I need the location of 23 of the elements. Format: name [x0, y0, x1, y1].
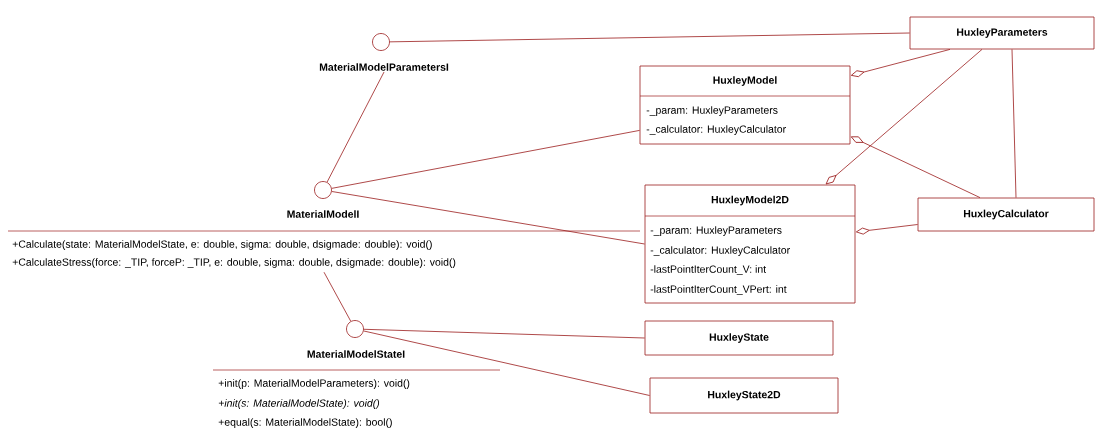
class-box: HuxleyParameters: [909, 16, 1095, 50]
class-box: HuxleyState2D: [649, 377, 839, 414]
connector: [323, 271, 352, 322]
connector: [363, 330, 650, 396]
interface-name: MaterialModelStateI: [307, 350, 405, 358]
connector: [331, 191, 645, 245]
connector: [363, 328, 645, 339]
class-box: HuxleyCalculator: [917, 197, 1095, 232]
connector: [855, 224, 918, 235]
connector: [850, 136, 981, 198]
connector: [1011, 49, 1017, 198]
class-box: HuxleyModel2D -_param: HuxleyParameters -_calculator: HuxleyCalculator -lastPointIterCount_V: int -lastPointIterCount_VPert: int: [644, 184, 856, 304]
connector: [825, 49, 983, 185]
operation-list: +Calculate(state: MaterialModelState, e: double, sigma: double, dsigmade: double): void() +CalculateStress(force: _TIP, forceP: _TIP, e: double, sigma: double, dsigmade: double): void(): [7, 230, 641, 268]
class-box: HuxleyModel -_param: HuxleyParameters -_calculator: HuxleyCalculator: [639, 65, 851, 145]
connector: [331, 130, 640, 189]
interface-name: MaterialModelParametersI: [319, 63, 449, 71]
operation-list: +init(p: MaterialModelParameters): void() +init(s: MaterialModelState): void() +equal(s: MaterialModelState): bool(): [212, 369, 501, 428]
interface-name: MaterialModelI: [287, 210, 359, 218]
connector: [389, 32, 910, 43]
connector: [850, 49, 951, 78]
class-box: HuxleyState: [644, 320, 834, 356]
connector: [326, 71, 385, 183]
